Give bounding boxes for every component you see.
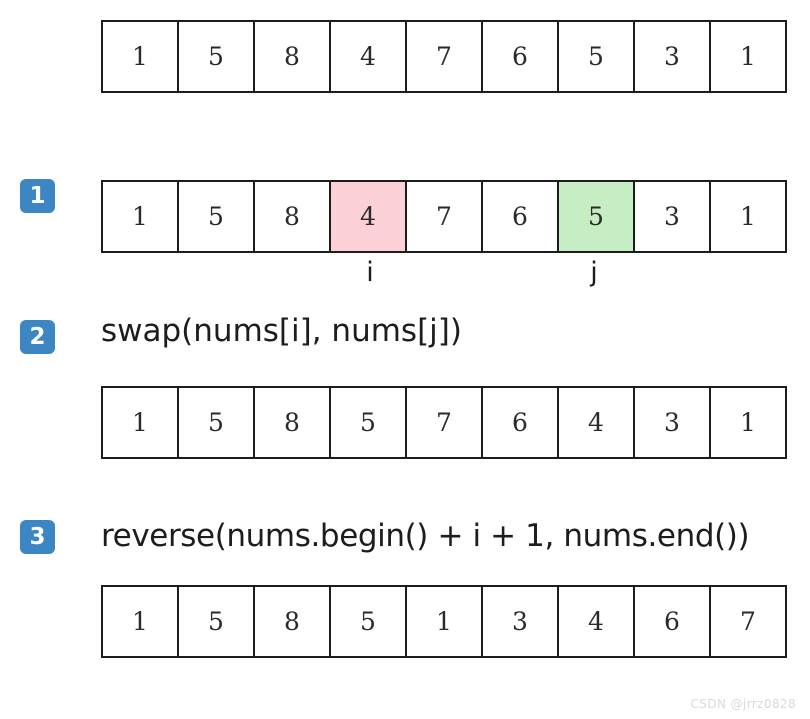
array-cell: 3 [635,22,711,91]
array-cell: 3 [635,388,711,457]
array-cell: 1 [103,182,179,251]
array-cell: 1 [740,202,756,231]
array-cell: 6 [483,388,559,457]
step-text-swap: swap(nums[i], nums[j]) [101,313,462,349]
array-cell: 8 [255,182,331,251]
array-cell: 8 [255,388,331,457]
array-cell: 7 [407,22,483,91]
array-cell: 5 [179,587,255,656]
array-cell: 5 [331,587,407,656]
watermark: CSDN @jrrz0828 [690,697,796,711]
array-cell: 5 [179,388,255,457]
array-row-after-reverse: 1 5 8 5 1 3 4 6 7 [101,585,787,658]
array-cell: 3 [483,587,559,656]
array-cell: 1 [407,587,483,656]
array-cell-highlight-i: 4 [331,182,407,251]
array-cell: 6 [483,22,559,91]
step-badge-3: 3 [20,520,55,554]
array-cell: 7 [740,607,756,636]
array-cell: 6 [483,182,559,251]
step-badge-2: 2 [20,320,55,354]
array-cell: 1 [103,22,179,91]
array-cell: 7 [407,388,483,457]
array-cell: 1 [103,388,179,457]
array-cell: 5 [331,388,407,457]
array-cell: 4 [559,587,635,656]
array-cell: 5 [179,182,255,251]
pointer-label-i: i [366,257,374,288]
array-cell: 4 [331,22,407,91]
step-text-reverse: reverse(nums.begin() + i + 1, nums.end()… [101,518,750,554]
array-cell: 1 [740,42,756,71]
array-cell: 6 [635,587,711,656]
array-cell: 7 [407,182,483,251]
array-cell: 3 [635,182,711,251]
array-row-initial: 1 5 8 4 7 6 5 3 1 [101,20,787,93]
array-cell: 5 [559,22,635,91]
pointer-label-j: j [590,257,598,288]
array-cell: 8 [255,22,331,91]
array-cell: 4 [559,388,635,457]
array-cell: 1 [103,587,179,656]
array-cell: 5 [179,22,255,91]
step-badge-1: 1 [20,179,55,213]
array-cell-highlight-j: 5 [559,182,635,251]
array-row-marked: 1 5 8 4 7 6 5 3 1 [101,180,787,253]
array-cell: 1 [740,408,756,437]
array-cell: 8 [255,587,331,656]
array-row-after-swap: 1 5 8 5 7 6 4 3 1 [101,386,787,459]
